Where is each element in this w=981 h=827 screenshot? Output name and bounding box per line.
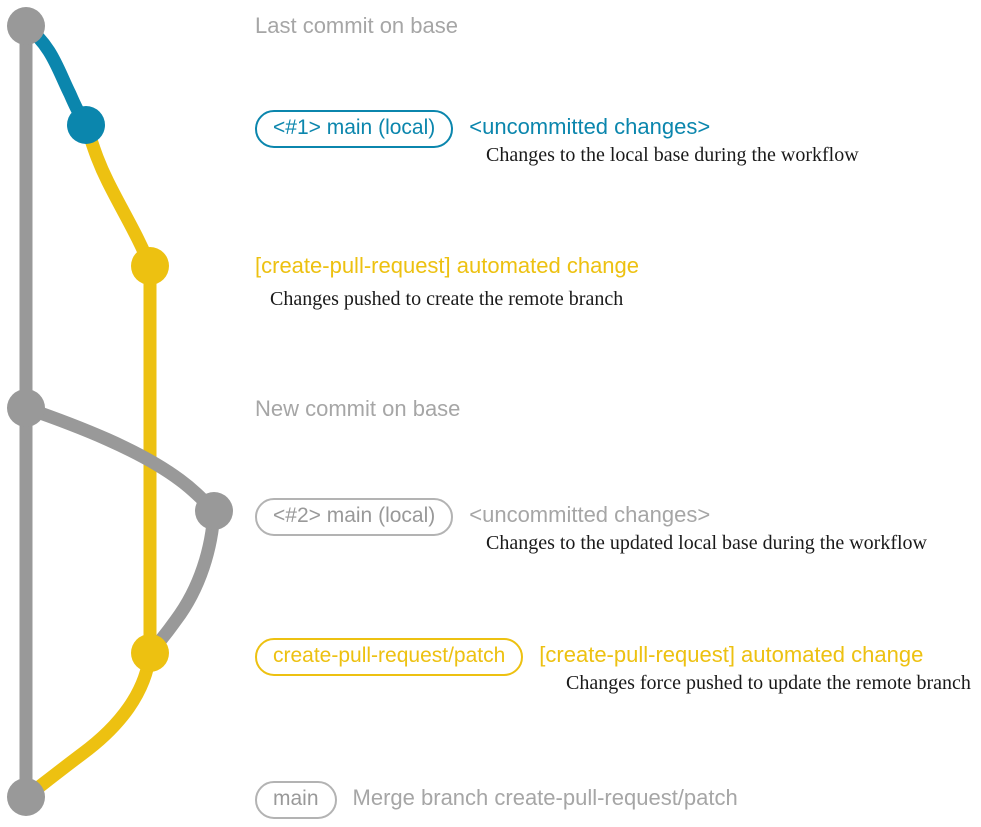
commit-subject-automated-change-1: [create-pull-request] automated change bbox=[255, 253, 640, 278]
commit-description-uncommitted-changes-1: Changes to the local base during the wor… bbox=[486, 144, 859, 166]
ref-badge-create-pull-request-patch[interactable]: create-pull-request/patch bbox=[255, 638, 524, 677]
commit-subject-uncommitted-changes-1: <uncommitted changes> bbox=[469, 114, 711, 139]
commit-description-automated-change-1: Changes pushed to create the remote bran… bbox=[270, 288, 624, 310]
commit-node-uncommitted-changes-1[interactable] bbox=[67, 106, 105, 144]
commit-subject-merge-commit: Merge branch create-pull-request/patch bbox=[352, 785, 738, 810]
commit-subject-last-commit-on-base: Last commit on base bbox=[255, 13, 458, 38]
commit-node-automated-change-2[interactable] bbox=[131, 634, 169, 672]
ref-badge-main[interactable]: main bbox=[255, 781, 337, 820]
commit-subject-new-commit-on-base: New commit on base bbox=[255, 396, 461, 421]
commit-node-new-commit-on-base[interactable] bbox=[7, 389, 45, 427]
commit-row-uncommitted-changes-2: <#2> main (local) <uncommitted changes> bbox=[255, 498, 711, 537]
commit-subject-automated-change-2: [create-pull-request] automated change bbox=[539, 642, 924, 667]
ref-badge-main-local-2[interactable]: <#2> main (local) bbox=[255, 498, 454, 537]
commit-row-automated-change-1: [create-pull-request] automated change bbox=[255, 253, 639, 279]
commit-node-automated-change-1[interactable] bbox=[131, 247, 169, 285]
commit-row-merge-commit: main Merge branch create-pull-request/pa… bbox=[255, 781, 738, 820]
commit-row-automated-change-2: create-pull-request/patch [create-pull-r… bbox=[255, 638, 924, 677]
ref-badge-main-local-1[interactable]: <#1> main (local) bbox=[255, 110, 454, 149]
commit-description-uncommitted-changes-2: Changes to the updated local base during… bbox=[486, 532, 927, 554]
commit-subject-uncommitted-changes-2: <uncommitted changes> bbox=[469, 502, 711, 527]
commit-description-automated-change-2: Changes force pushed to update the remot… bbox=[566, 672, 971, 694]
commit-row-new-commit-on-base: New commit on base bbox=[255, 396, 460, 422]
commit-row-uncommitted-changes-1: <#1> main (local) <uncommitted changes> bbox=[255, 110, 711, 149]
commit-node-last-commit-on-base[interactable] bbox=[7, 7, 45, 45]
edge-patch2-to-merge bbox=[19, 646, 157, 804]
commit-node-merge-commit[interactable] bbox=[7, 778, 45, 816]
commit-row-last-commit-on-base: Last commit on base bbox=[255, 13, 458, 39]
commit-node-uncommitted-changes-2[interactable] bbox=[195, 492, 233, 530]
commit-nodes bbox=[7, 7, 233, 816]
